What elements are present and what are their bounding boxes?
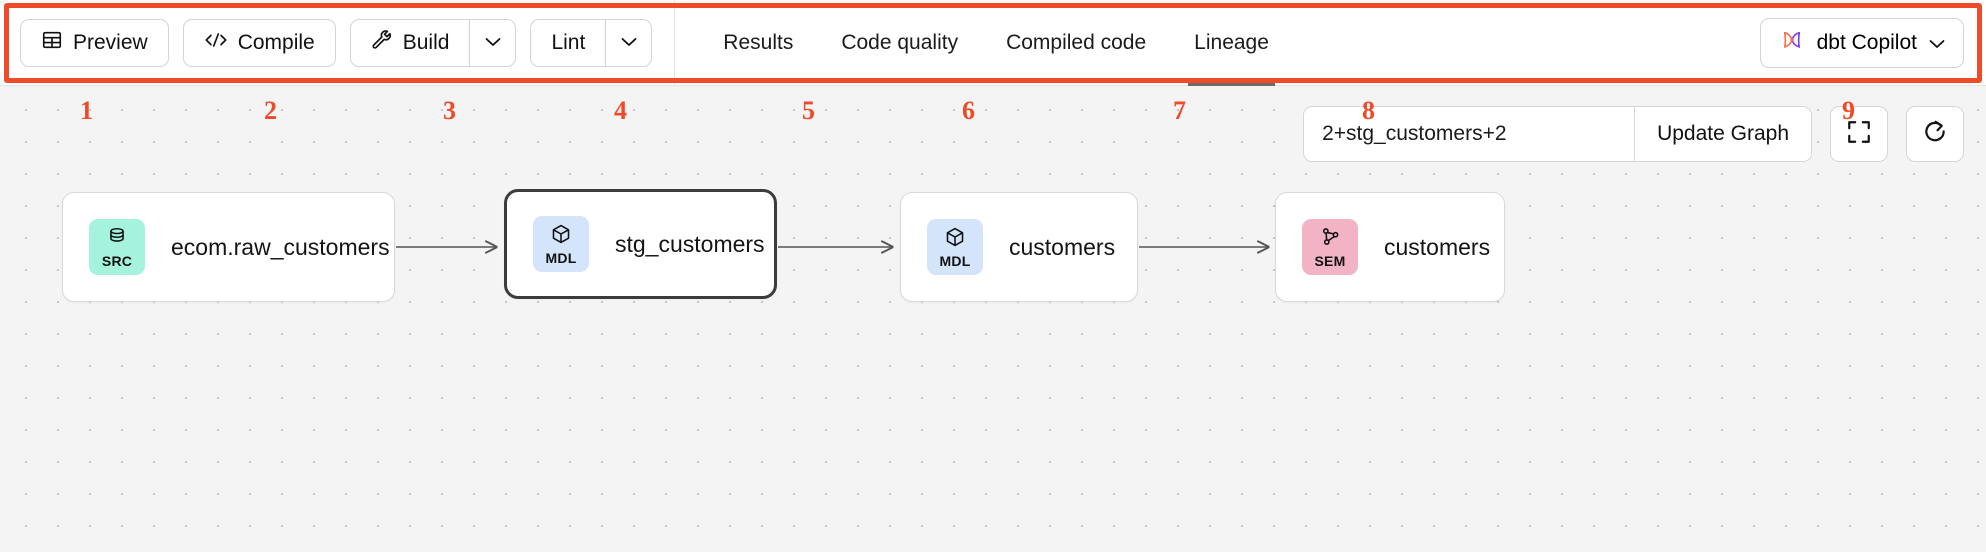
code-icon	[204, 30, 228, 56]
lineage-canvas[interactable]: Update Graph	[0, 86, 1986, 552]
lint-dropdown-toggle[interactable]	[605, 19, 651, 66]
fullscreen-icon	[1846, 119, 1872, 150]
preview-button-label: Preview	[73, 30, 148, 54]
node-type-label: SRC	[101, 253, 133, 269]
lineage-edges	[396, 86, 1986, 552]
lint-button-label: Lint	[551, 30, 586, 54]
fit-view-button[interactable]	[1830, 106, 1888, 162]
tab-results-label: Results	[723, 30, 794, 54]
cube-icon	[944, 226, 966, 253]
tab-code-quality[interactable]: Code quality	[817, 0, 982, 86]
annotation-number-5: 5	[802, 96, 815, 125]
tab-results[interactable]: Results	[699, 0, 817, 86]
graph-query-group: Update Graph	[1303, 106, 1812, 162]
annotation-number-1: 1	[80, 96, 93, 125]
wrench-icon	[371, 29, 393, 57]
build-button-group: Build	[349, 18, 517, 67]
toolbar-right: dbt Copilot	[1759, 17, 1986, 68]
annotation-number-8: 8	[1362, 96, 1375, 125]
toolbar-actions: Preview Compile	[0, 0, 653, 86]
tab-compiled-code-label: Compiled code	[1006, 30, 1147, 54]
annotation-number-9: 9	[1842, 96, 1855, 125]
preview-button[interactable]: Preview	[20, 18, 169, 67]
node-name-label: ecom.raw_customers	[171, 233, 390, 260]
node-type-label: SEM	[1314, 253, 1346, 269]
refresh-icon	[1922, 119, 1948, 150]
chevron-down-icon	[485, 34, 501, 52]
lineage-node-customers-model[interactable]: MDL customers	[900, 192, 1138, 302]
graph-selector-input[interactable]	[1304, 107, 1635, 161]
editor-toolbar: Preview Compile	[0, 0, 1986, 86]
table-icon	[41, 29, 63, 57]
node-type-badge: MDL	[533, 216, 589, 272]
tab-code-quality-label: Code quality	[841, 30, 959, 54]
toolbar-divider	[674, 0, 676, 86]
lint-button-group: Lint	[530, 18, 653, 67]
tab-lineage[interactable]: Lineage	[1170, 0, 1293, 86]
chevron-down-icon	[621, 34, 637, 52]
node-type-badge: MDL	[927, 219, 983, 275]
lineage-node-stg-customers[interactable]: MDL stg_customers	[504, 189, 777, 299]
node-name-label: customers	[1009, 233, 1116, 260]
node-type-label: MDL	[545, 250, 577, 266]
dbt-logo-icon	[1779, 27, 1805, 59]
build-dropdown-toggle[interactable]	[469, 19, 515, 66]
tab-compiled-code[interactable]: Compiled code	[982, 0, 1170, 86]
database-icon	[106, 226, 128, 253]
annotation-number-7: 7	[1173, 96, 1186, 125]
refresh-graph-button[interactable]	[1906, 106, 1964, 162]
graph-nodes-icon	[1319, 226, 1341, 253]
panel-tabs: Results Code quality Compiled code Linea…	[699, 0, 1293, 86]
lineage-node-source[interactable]: SRC ecom.raw_customers	[62, 192, 395, 302]
tab-lineage-label: Lineage	[1194, 30, 1269, 54]
update-graph-label: Update Graph	[1657, 122, 1789, 145]
lint-button[interactable]: Lint	[531, 20, 605, 66]
lineage-node-customers-semantic[interactable]: SEM customers	[1275, 192, 1505, 302]
annotation-number-2: 2	[264, 96, 277, 125]
node-name-label: customers	[1384, 233, 1491, 260]
annotation-number-4: 4	[614, 96, 627, 125]
node-type-badge: SEM	[1302, 219, 1358, 275]
lineage-controls: Update Graph	[1303, 106, 1964, 162]
node-type-label: MDL	[939, 253, 971, 269]
node-name-label: stg_customers	[615, 230, 765, 257]
chevron-down-icon	[1929, 31, 1945, 55]
build-button-label: Build	[402, 30, 450, 54]
annotation-number-3: 3	[443, 96, 456, 125]
build-button[interactable]: Build	[351, 20, 470, 66]
node-type-badge: SRC	[89, 219, 145, 275]
dbt-copilot-label: dbt Copilot	[1816, 30, 1917, 54]
compile-button-label: Compile	[237, 30, 315, 54]
dbt-copilot-button[interactable]: dbt Copilot	[1759, 17, 1964, 68]
cube-icon	[550, 223, 572, 250]
update-graph-button[interactable]: Update Graph	[1634, 107, 1811, 161]
annotation-number-6: 6	[962, 96, 975, 125]
compile-button[interactable]: Compile	[182, 18, 336, 67]
